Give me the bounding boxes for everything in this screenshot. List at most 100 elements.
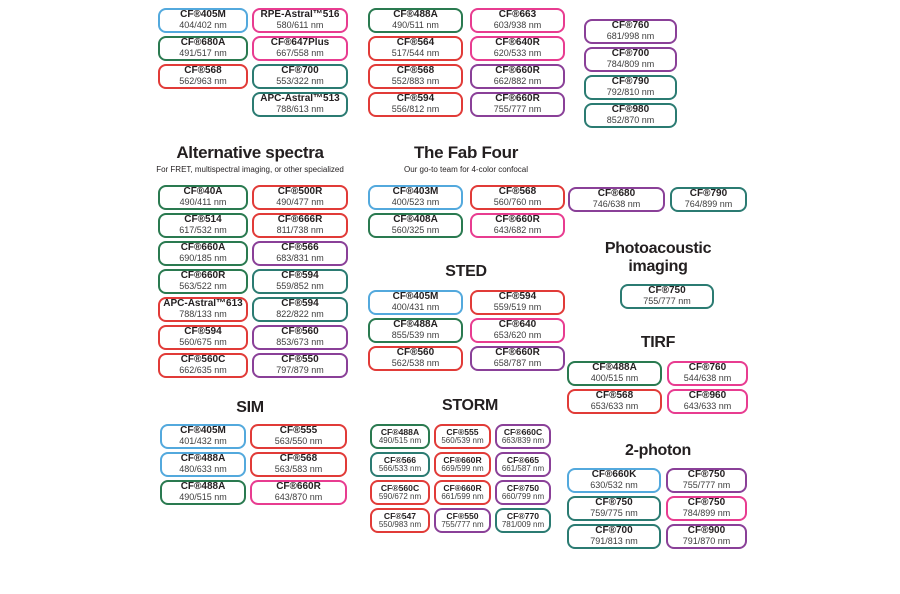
dye-excitation-emission: 662/882 nm [493,76,542,87]
dye-name: CF®405M [392,291,439,303]
dye-excitation-emission: 811/738 nm [276,225,324,236]
dye-excitation-emission: 784/899 nm [682,508,731,519]
dye-name: CF®900 [687,525,726,537]
dye-excitation-emission: 404/402 nm [179,20,227,31]
dye-excitation-emission: 553/322 nm [276,76,324,87]
dye-name: CF®594 [396,93,435,105]
tirf-title: TIRF [640,334,676,351]
alternative-spectra-heading: Alternative spectra For FRET, multispect… [140,143,360,173]
dye-excitation-emission: 662/635 nm [179,365,227,376]
dye-excitation-emission: 669/599 nm [441,463,484,473]
fab-four-heading: The Fab Four Our go-to team for 4-color … [360,143,572,173]
dye-name: CF®660A [180,242,226,254]
dye-name: CF®647Plus [270,37,330,49]
dye-name: CF®568 [498,186,537,198]
dye-excitation-emission: 559/852 nm [276,281,324,292]
dye-name: CF®500R [277,186,323,198]
dye-name: CF®566 [383,454,417,465]
dye-name: CF®550 [446,510,479,521]
sted-heading: STED [360,263,572,281]
dye-name: CF®680A [180,37,226,49]
dye-name: CF®700 [611,48,650,60]
dye-name: CF®547 [383,510,417,521]
dye-excitation-emission: 755/777 nm [682,480,731,491]
dye-name: CF®663 [498,9,537,21]
dye-excitation-emission: 560/325 nm [391,225,440,236]
photoacoustic-title: Photoacoustic imaging [604,240,712,275]
dye-excitation-emission: 562/963 nm [179,76,227,87]
dye-name: CF®560 [281,326,319,338]
dye-excitation-emission: 490/477 nm [276,197,324,208]
dye-excitation-emission: 788/613 nm [276,104,324,115]
dye-name: CF®594 [281,270,319,282]
dye-name: CF®770 [506,510,540,521]
dye-excitation-emission: 400/523 nm [391,197,440,208]
dye-excitation-emission: 563/522 nm [179,281,227,292]
dye-name: CF®700 [281,65,319,77]
dye-excitation-emission: 490/515 nm [378,435,422,445]
dye-excitation-emission: 653/633 nm [590,401,639,412]
dye-name: CF®660R [495,347,540,359]
dye-excitation-emission: 550/983 nm [378,519,422,529]
dye-excitation-emission: 653/620 nm [493,330,542,341]
dye-name: CF®408A [393,214,438,226]
dye-name: CF®666R [277,214,323,226]
dye-name: CF®660C [503,426,543,437]
dye-excitation-emission: 759/775 nm [590,508,638,519]
dye-name: CF®660R [495,65,540,77]
dye-name: RPE-Astral™516 [260,9,340,21]
dye-excitation-emission: 661/587 nm [501,463,545,473]
dye-name: CF®560 [396,347,435,359]
dye-excitation-emission: 792/810 nm [606,87,655,98]
dye-excitation-emission: 764/899 nm [684,199,733,210]
dye-excitation-emission: 755/777 nm [493,104,542,115]
dye-excitation-emission: 784/809 nm [606,59,655,70]
dye-name: CF®488A [393,9,438,21]
dye-excitation-emission: 517/544 nm [391,48,440,59]
dye-excitation-emission: 755/777 nm [643,296,691,307]
dye-excitation-emission: 667/558 nm [276,48,324,59]
dye-excitation-emission: 683/831 nm [276,253,324,264]
dye-name: CF®488A [592,362,637,374]
dye-excitation-emission: 690/185 nm [179,253,227,264]
dye-name: APC-Astral™513 [260,93,340,105]
dye-excitation-emission: 603/938 nm [493,20,542,31]
dye-excitation-emission: 560/675 nm [179,337,227,348]
dye-name: CF®550 [281,354,319,366]
dye-name: CF®660R [495,93,540,105]
dye-excitation-emission: 552/883 nm [391,76,440,87]
dye-excitation-emission: 661/599 nm [441,491,484,501]
